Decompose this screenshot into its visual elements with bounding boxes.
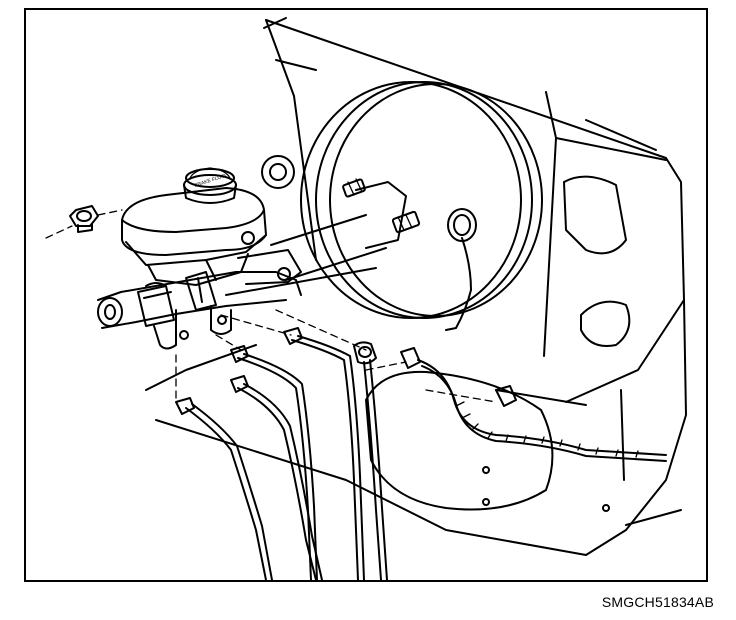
firewall-openings (261, 155, 631, 512)
alignment-leaders (175, 309, 497, 403)
firewall-panel (145, 17, 687, 556)
figure-reference-code: SMGCH51834AB (601, 594, 714, 610)
master-cylinder-body (97, 231, 302, 350)
reservoir-cap: BRAKE FLUID (183, 167, 237, 204)
master-cylinder-reservoir (121, 187, 267, 286)
mounting-nut (45, 205, 123, 239)
brake-booster (300, 81, 543, 331)
illustration-frame: BRAKE FLUID (24, 8, 708, 582)
sensor-wire-harness (417, 359, 667, 462)
brake-master-cylinder-illustration: BRAKE FLUID (45, 17, 687, 580)
brake-pipes (185, 335, 388, 580)
booster-pushrod (225, 214, 387, 296)
